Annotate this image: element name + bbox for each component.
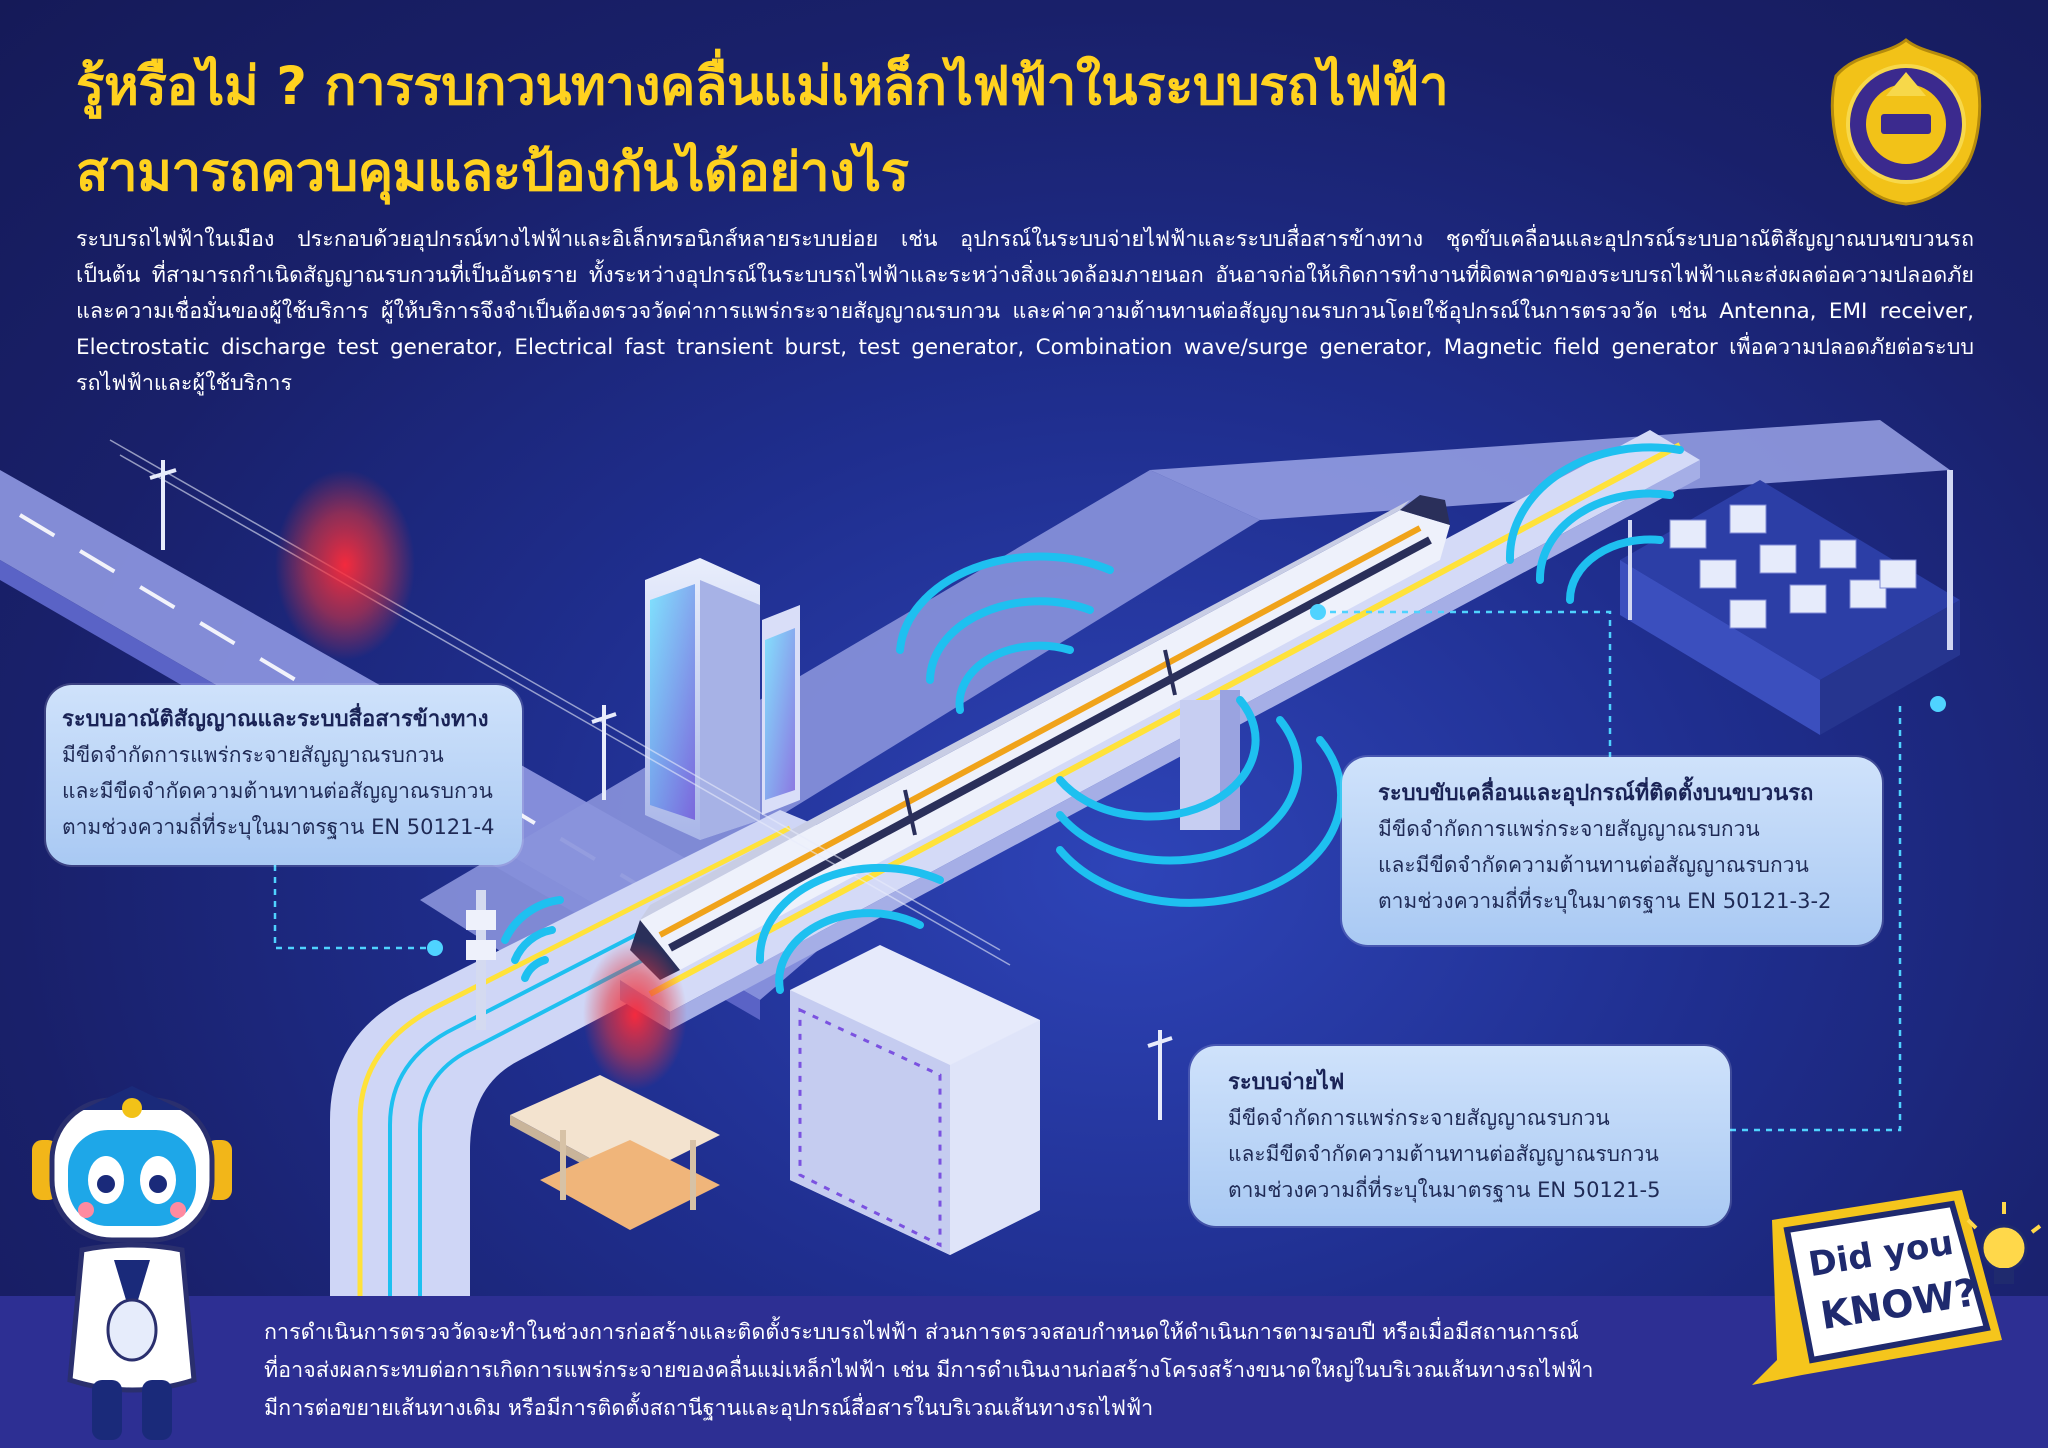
station: [510, 1075, 720, 1230]
glass-tower: [645, 558, 800, 840]
road-cross: [420, 420, 1950, 970]
callout-signaling-line-1: มีขีดจำกัดการแพร่กระจายสัญญาณรบกวน: [62, 743, 444, 767]
connector-dots: [427, 604, 1946, 956]
footer-line-2: ที่อาจส่งผลกระทบต่อการเกิดการแพร่กระจายข…: [264, 1358, 1594, 1383]
train: [630, 495, 1450, 980]
footer-line-1: การดำเนินการตรวจวัดจะทำในช่วงการก่อสร้าง…: [264, 1320, 1579, 1345]
footer-paragraph: การดำเนินการตรวจวัดจะทำในช่วงการก่อสร้าง…: [264, 1314, 1954, 1428]
callout-power-supply-line-2: และมีขีดจำกัดความต้านทานต่อสัญญาณรบกวน: [1228, 1142, 1659, 1166]
antenna-tower: [466, 890, 496, 1030]
utility-poles: [109, 439, 1173, 1120]
callout-rolling-stock-line-2: และมีขีดจำกัดความต้านทานต่อสัญญาณรบกวน: [1378, 853, 1809, 877]
callout-rolling-stock-heading: ระบบขับเคลื่อนและอุปกรณ์ที่ติดตั้งบนขบวน…: [1378, 781, 1814, 806]
ground-track: [330, 810, 900, 1448]
substation: [1620, 470, 1960, 735]
title-line-2: สามารถควบคุมและป้องกันได้อย่างไร: [76, 142, 909, 203]
callout-rolling-stock-line-3: ตามช่วงความถี่ที่ระบุในมาตรฐาน EN 50121-…: [1378, 889, 1832, 913]
hotspot-station: [583, 940, 687, 1090]
office-building: [790, 945, 1040, 1255]
title-line-1: รู้หรือไม่ ? การรบกวนทางคลื่นแม่เหล็กไฟฟ…: [76, 56, 1449, 117]
callout-rolling-stock: ระบบขับเคลื่อนและอุปกรณ์ที่ติดตั้งบนขบวน…: [1342, 757, 1882, 945]
hotspot-top-left: [275, 470, 415, 660]
did-you-know-badge: Did you KNOW?: [1742, 1170, 2042, 1390]
footer-band: [0, 1296, 2048, 1448]
callout-rolling-stock-line-1: มีขีดจำกัดการแพร่กระจายสัญญาณรบกวน: [1378, 817, 1760, 841]
callout-power-supply-line-1: มีขีดจำกัดการแพร่กระจายสัญญาณรบกวน: [1228, 1106, 1610, 1130]
callout-signaling: ระบบอาณัติสัญญาณและระบบสื่อสารข้างทาง มี…: [46, 685, 522, 865]
callout-signaling-heading: ระบบอาณัติสัญญาณและระบบสื่อสารข้างทาง: [62, 707, 489, 732]
callout-signaling-line-3: ตามช่วงความถี่ที่ระบุในมาตรฐาน EN 50121-…: [62, 815, 495, 839]
callout-power-supply-line-3: ตามช่วงความถี่ที่ระบุในมาตรฐาน EN 50121-…: [1228, 1178, 1661, 1202]
robot-mascot-icon: [32, 1086, 232, 1440]
department-emblem-icon: [1830, 38, 1982, 206]
em-waves: [501, 443, 1684, 994]
callout-connectors: [273, 610, 1902, 1132]
intro-paragraph: ระบบรถไฟฟ้าในเมือง ประกอบด้วยอุปกรณ์ทางไ…: [76, 227, 1974, 396]
footer-line-3: มีการต่อขยายเส้นทางเดิม หรือมีการติดตั้ง…: [264, 1396, 1154, 1421]
callout-power-supply: ระบบจ่ายไฟ มีขีดจำกัดการแพร่กระจายสัญญาณ…: [1190, 1046, 1730, 1226]
badge-shape-icon: [1752, 1190, 2042, 1385]
callout-power-supply-heading: ระบบจ่ายไฟ: [1228, 1070, 1345, 1095]
callout-signaling-line-2: และมีขีดจำกัดความต้านทานต่อสัญญาณรบกวน: [62, 779, 493, 803]
